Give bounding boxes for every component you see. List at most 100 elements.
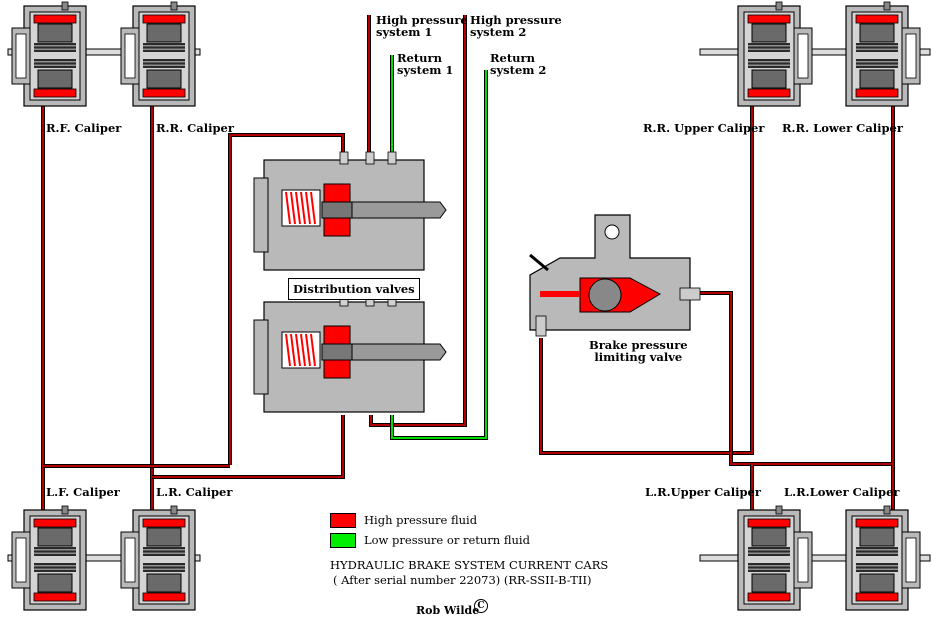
- distribution-valve-upper-spring-coil: [300, 191, 306, 225]
- caliper-lr-fluid-bottom: [142, 592, 186, 602]
- caliper-lf-fluid-top: [33, 518, 77, 528]
- limiting-valve-outlet-fitting: [535, 315, 547, 337]
- caliper-lr-piston-bottom: [146, 573, 182, 593]
- caliper-rr-lower-piston-bottom: [859, 69, 895, 89]
- caliper-lr-bleed-screw: [170, 505, 178, 515]
- caliper-rr-upper-clamp-window: [797, 33, 809, 79]
- distribution-valve-upper-spring-coil: [310, 191, 316, 225]
- caliper-rf-bleed-screw: [61, 1, 69, 11]
- legend-swatch-high: [330, 513, 356, 528]
- caliper-lr: [120, 505, 196, 611]
- limiting-valve-body: [529, 214, 691, 331]
- caliper-lr-lower-piston-top: [859, 527, 895, 547]
- caliper-lf-fluid-bottom: [33, 592, 77, 602]
- label-high-pressure-2-line1: High pressure: [470, 13, 562, 27]
- caliper-rr-lower-pad-bottom-stripe: [856, 65, 898, 68]
- limiting-valve-ball: [588, 278, 622, 312]
- caliper-rf-pad-top-stripe: [34, 49, 76, 52]
- caliper-rr-upper-pad-top-stripe: [748, 49, 790, 52]
- pipe-limit-to-lower: [696, 105, 894, 465]
- caliper-lr-upper-bleed-screw: [775, 505, 783, 515]
- caliper-lr-upper-piston-bottom: [751, 573, 787, 593]
- caliper-rf-piston-top: [37, 23, 73, 43]
- caliper-lr-upper-clamp-window: [797, 537, 809, 583]
- distribution-valve-upper-spring-coil: [290, 191, 296, 225]
- caliper-lr-upper-pad-top-stripe: [748, 550, 790, 553]
- distribution-valve-lower-spring-coil: [290, 333, 296, 367]
- caliper-lr-lower-piston-bottom: [859, 573, 895, 593]
- distribution-valve-upper-port-0: [339, 151, 349, 165]
- pipe-hp2-loop: [370, 15, 466, 426]
- hydraulic-pipes: [41, 15, 895, 515]
- caliper-lr-piston-top: [146, 527, 182, 547]
- caliper-lr-upper-pad-top-stripe: [748, 553, 790, 556]
- disc-rear-bottom: [699, 554, 931, 562]
- label-return-2-line1: Return: [490, 51, 535, 65]
- caliper-lr-pad-top-stripe: [143, 553, 185, 556]
- caliper-lr-upper-pad-bottom-stripe: [748, 566, 790, 569]
- distribution-valve-lower-chamber-top: [323, 325, 351, 345]
- distribution-valve-lower-piston: [321, 343, 353, 361]
- label-rr-upper-caliper: R.R. Upper Caliper: [643, 121, 765, 135]
- caliper-lf-pad-top-stripe: [34, 553, 76, 556]
- caliper-rr-pad-top-stripe: [143, 43, 185, 46]
- caliper-lf-pad-top-stripe: [34, 550, 76, 553]
- caliper-lr-lower-clamp-window: [905, 537, 917, 583]
- caliper-rf-fluid-top: [33, 14, 77, 24]
- caliper-rr-pad-top-stripe: [143, 49, 185, 52]
- caliper-rr-lower-pad-bottom-stripe: [856, 62, 898, 65]
- disc-front-top: [7, 48, 201, 56]
- caliper-lr-lower-fluid-top: [855, 518, 899, 528]
- caliper-lf-piston-bottom: [37, 573, 73, 593]
- label-lr-upper-caliper: L.R.Upper Caliper: [645, 485, 761, 499]
- caliper-lf-pad-top-stripe: [34, 547, 76, 550]
- caliper-lr-upper-pad-bottom-stripe: [748, 563, 790, 566]
- distribution-valve-upper-port-2: [387, 151, 397, 165]
- caliper-rr-upper-pad-bottom-stripe: [748, 59, 790, 62]
- caliper-rr-upper: [737, 1, 813, 107]
- pipe-return2: [391, 70, 487, 439]
- distribution-valve-lower-spring-coil: [285, 333, 291, 367]
- caliper-lf-pad-bottom-stripe: [34, 569, 76, 572]
- caliper-rr: [120, 1, 196, 107]
- label-high-pressure-2-line2: system 2: [470, 25, 527, 39]
- caliper-rf: [11, 1, 87, 107]
- caliper-rr-pad-bottom-stripe: [143, 62, 185, 65]
- caliper-rr-upper-piston-bottom: [751, 69, 787, 89]
- pipe-limit-to-lower-outline: [696, 105, 895, 466]
- caliper-rr-pad-top-stripe: [143, 46, 185, 49]
- caliper-rf-clamp-window: [15, 33, 27, 79]
- caliper-rr-lower-pad-top-stripe: [856, 49, 898, 52]
- caliper-lr-pad-bottom-stripe: [143, 569, 185, 572]
- caliper-rf-pad-bottom-stripe: [34, 65, 76, 68]
- caliper-rr-pad-bottom-stripe: [143, 65, 185, 68]
- label-distribution-valves: Distribution valves: [288, 278, 420, 300]
- caliper-rr-upper-pad-bottom-stripe: [748, 65, 790, 68]
- calipers: [7, 1, 931, 611]
- caliper-lr-lower-pad-top-stripe: [856, 550, 898, 553]
- caliper-lr-lower-pad-bottom-stripe: [856, 563, 898, 566]
- caliper-rr-lower-pad-top-stripe: [856, 46, 898, 49]
- caliper-rr-piston-bottom: [146, 69, 182, 89]
- caliper-lr-clamp-window: [124, 537, 136, 583]
- caliper-rr-upper-fluid-top: [747, 14, 791, 24]
- caliper-rr-lower-pad-bottom-stripe: [856, 59, 898, 62]
- caliper-rf-pad-bottom-stripe: [34, 62, 76, 65]
- label-rf-caliper: R.F. Caliper: [46, 121, 122, 135]
- label-lf-caliper: L.F. Caliper: [46, 485, 120, 499]
- caliper-lr-lower-bleed-screw: [883, 505, 891, 515]
- label-lr-lower-caliper: L.R.Lower Caliper: [784, 485, 900, 499]
- caliper-lr-upper-fluid-top: [747, 518, 791, 528]
- caliper-lf-clamp-window: [15, 537, 27, 583]
- caliper-rr-lower-piston-top: [859, 23, 895, 43]
- caliper-lf-pad-bottom-stripe: [34, 563, 76, 566]
- label-return-1: Return system 1: [397, 52, 453, 76]
- distribution-valve-upper-spring-coil: [305, 191, 311, 225]
- legend-swatch-low: [330, 533, 356, 548]
- label-return-1-line1: Return: [397, 51, 442, 65]
- label-limiting-valve-line1: Brake pressure: [589, 338, 688, 352]
- caliper-rr-upper-pad-top-stripe: [748, 43, 790, 46]
- distribution-valve-upper-piston: [321, 201, 353, 219]
- limiting-valve-bleed: [529, 253, 549, 272]
- distribution-valve-lower-spool: [349, 343, 447, 361]
